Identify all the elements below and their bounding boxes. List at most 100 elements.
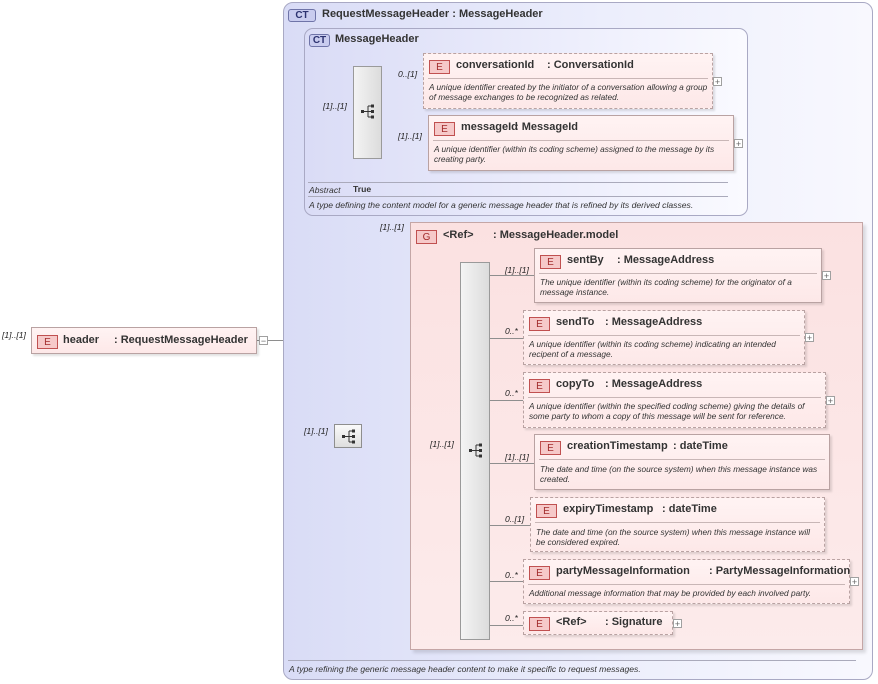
element-type: : ConversationId: [547, 59, 634, 71]
element-type: : MessageAddress: [617, 254, 715, 266]
root-element-type: : RequestMessageHeader: [114, 334, 248, 346]
element-cardinality: [1]..[1]: [398, 131, 422, 141]
sequence-compositor[interactable]: [353, 66, 382, 159]
element-cardinality: 0..*: [505, 570, 518, 580]
element-name: sentBy: [567, 254, 604, 266]
group-badge: G: [416, 230, 437, 244]
group-cardinality: [1]..[1]: [380, 222, 404, 232]
element-conversationId[interactable]: E conversationId : ConversationId A uniq…: [423, 53, 713, 109]
element-badge: E: [529, 617, 550, 631]
divider: [308, 182, 728, 183]
connector: [257, 340, 293, 341]
element-badge: E: [429, 60, 450, 74]
divider: [528, 584, 845, 585]
group-name: : MessageHeader.model: [493, 229, 619, 241]
connector: [490, 400, 523, 401]
plus-icon[interactable]: +: [805, 333, 814, 343]
plus-icon[interactable]: +: [734, 139, 743, 149]
connector: [490, 463, 534, 464]
plus-icon[interactable]: +: [673, 619, 682, 629]
element-cardinality: 0..*: [505, 613, 518, 623]
element-type: : PartyMessageInformation: [709, 565, 851, 577]
plus-icon[interactable]: +: [713, 77, 722, 87]
complex-type-description: A type refining the generic message head…: [289, 664, 641, 674]
element-name: creationTimestamp: [567, 440, 668, 452]
element-cardinality: [1]..[1]: [505, 265, 529, 275]
abstract-value: True: [353, 184, 372, 194]
complex-type-title: RequestMessageHeader : MessageHeader: [322, 8, 543, 20]
sequence-cardinality: [1]..[1]: [304, 426, 328, 436]
plus-icon[interactable]: +: [826, 396, 835, 406]
element-type: : dateTime: [662, 503, 717, 515]
connector: [490, 525, 530, 526]
root-element-header[interactable]: E header : RequestMessageHeader: [31, 327, 257, 354]
element-cardinality: 0..[1]: [505, 514, 525, 524]
element-badge: E: [529, 379, 550, 393]
complex-type-badge: CT: [288, 9, 316, 22]
element-type: : MessageId: [515, 121, 578, 133]
sequence-compositor[interactable]: [334, 424, 362, 448]
sequence-cardinality: [1]..[1]: [323, 101, 347, 111]
element-name: expiryTimestamp: [563, 503, 654, 515]
sequence-cardinality: [1]..[1]: [430, 439, 454, 449]
connector: [490, 275, 534, 276]
plus-icon[interactable]: +: [822, 271, 831, 281]
connector: [490, 625, 523, 626]
divider: [288, 660, 856, 661]
element-cardinality: 0..[1]: [398, 69, 418, 79]
element-description: A unique identifier (within its coding s…: [529, 339, 776, 359]
element-type: : MessageAddress: [605, 378, 703, 390]
divider: [433, 140, 729, 141]
sequence-icon: [469, 443, 482, 458]
divider: [528, 335, 800, 336]
root-cardinality: [1]..[1]: [2, 330, 26, 340]
divider: [308, 196, 728, 197]
element-expiryTimestamp[interactable]: E expiryTimestamp : dateTime The date an…: [530, 497, 825, 552]
element-badge: E: [434, 122, 455, 136]
element-badge: E: [529, 317, 550, 331]
group-ref: <Ref>: [443, 229, 474, 241]
element-sentBy[interactable]: E sentBy : MessageAddress The unique ide…: [534, 248, 822, 303]
element-badge: E: [37, 335, 58, 349]
element-sendTo[interactable]: E sendTo : MessageAddress A unique ident…: [523, 310, 805, 365]
element-messageId[interactable]: E messageId : MessageId A unique identif…: [428, 115, 734, 171]
element-cardinality: [1]..[1]: [505, 452, 529, 462]
sequence-icon: [342, 429, 355, 444]
divider: [539, 459, 825, 460]
element-badge: E: [540, 255, 561, 269]
element-ref-signature[interactable]: E <Ref> : Signature: [523, 611, 673, 635]
element-description: The unique identifier (within its coding…: [540, 277, 792, 297]
root-element-name: header: [63, 334, 100, 346]
divider: [539, 273, 817, 274]
connector: [490, 338, 523, 339]
plus-icon[interactable]: +: [850, 577, 859, 587]
sequence-icon: [361, 104, 374, 119]
complex-type-title: MessageHeader: [335, 33, 419, 45]
element-name: messageId: [461, 121, 518, 133]
element-description: The date and time (on the source system)…: [540, 464, 818, 484]
element-partyMessageInformation[interactable]: E partyMessageInformation : PartyMessage…: [523, 559, 850, 604]
element-type: : MessageAddress: [605, 316, 703, 328]
element-name: conversationId: [456, 59, 535, 71]
element-name: copyTo: [556, 378, 595, 390]
element-badge: E: [529, 566, 550, 580]
complex-type-description: A type defining the content model for a …: [309, 200, 694, 210]
element-cardinality: 0..*: [505, 326, 518, 336]
element-description: A unique identifier created by the initi…: [429, 82, 708, 102]
divider: [528, 397, 821, 398]
element-description: A unique identifier (within its coding s…: [434, 144, 715, 164]
element-cardinality: 0..*: [505, 388, 518, 398]
element-type: : dateTime: [673, 440, 728, 452]
element-creationTimestamp[interactable]: E creationTimestamp : dateTime The date …: [534, 434, 830, 490]
connector: [490, 581, 523, 582]
divider: [428, 78, 708, 79]
abstract-label: Abstract: [309, 185, 341, 195]
complex-type-badge: CT: [309, 34, 330, 47]
sequence-compositor[interactable]: [460, 262, 490, 640]
element-name: <Ref>: [556, 616, 587, 628]
element-copyTo[interactable]: E copyTo : MessageAddress A unique ident…: [523, 372, 826, 428]
element-badge: E: [536, 504, 557, 518]
collapse-icon[interactable]: −: [259, 336, 268, 346]
element-description: Additional message information that may …: [529, 588, 812, 598]
element-name: partyMessageInformation: [556, 565, 690, 577]
